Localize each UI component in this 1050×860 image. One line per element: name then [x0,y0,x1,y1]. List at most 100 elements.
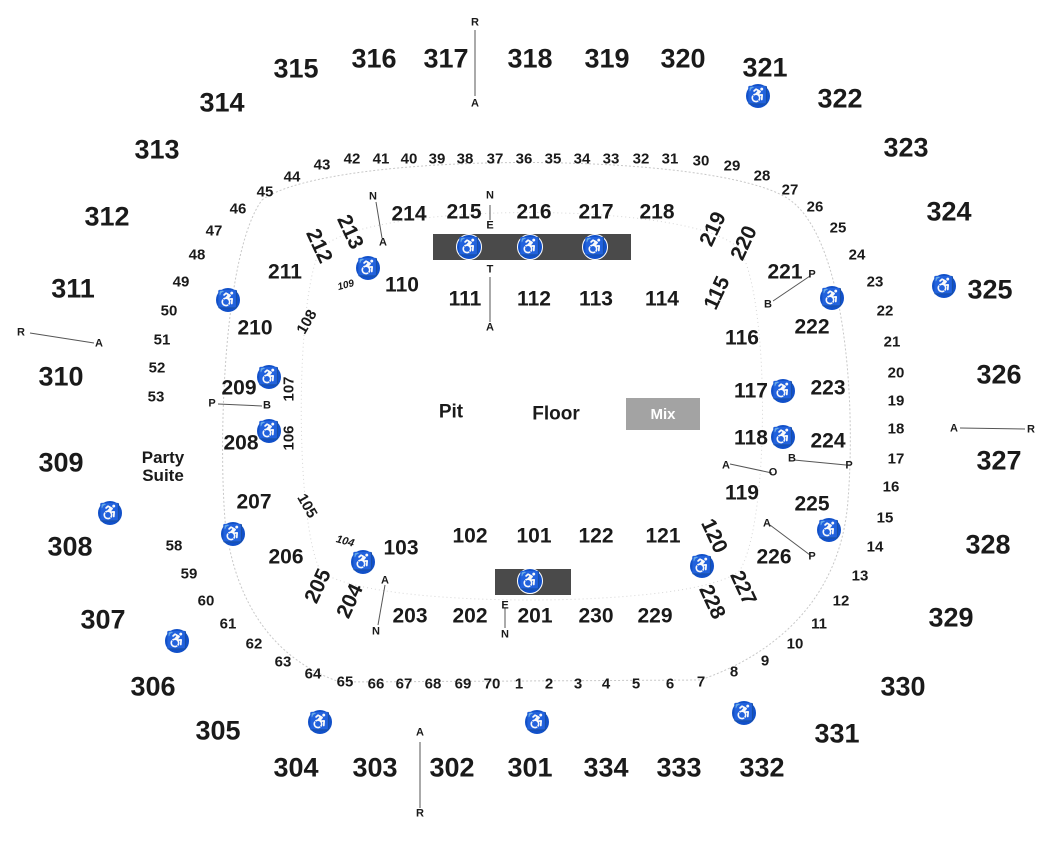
section-308[interactable]: 308 [47,531,93,562]
section-331[interactable]: 331 [814,718,860,749]
row-number: 10 [786,635,804,653]
row-letter: A [471,97,479,110]
section-113[interactable]: 113 [579,287,613,311]
section-208[interactable]: 208 [223,431,259,455]
section-319[interactable]: 319 [584,43,630,74]
section-121[interactable]: 121 [645,524,681,548]
section-116[interactable]: 116 [725,326,759,350]
section-112[interactable]: 112 [517,287,551,311]
row-number: 39 [428,150,446,168]
section-221[interactable]: 221 [767,260,803,284]
section-322[interactable]: 322 [817,83,863,114]
row-letter: R [416,807,424,820]
section-328[interactable]: 328 [965,529,1011,560]
section-206[interactable]: 206 [268,545,304,569]
inner-ring [222,162,851,683]
section-215[interactable]: 215 [446,200,482,224]
section-117[interactable]: 117 [734,379,768,403]
row-letter: P [208,397,216,410]
wheelchair-icon: ♿ [350,549,376,575]
section-223[interactable]: 223 [810,376,846,400]
section-202[interactable]: 202 [452,604,488,628]
section-118[interactable]: 118 [734,426,768,450]
wheelchair-icon: ♿ [256,418,282,444]
section-309[interactable]: 309 [38,447,84,478]
section-313[interactable]: 313 [134,134,180,165]
section-107[interactable]: 107 [280,376,298,402]
section-306[interactable]: 306 [130,671,176,702]
section-218[interactable]: 218 [639,200,675,224]
section-334[interactable]: 334 [583,752,629,783]
row-number: 27 [781,181,799,199]
section-318[interactable]: 318 [507,43,553,74]
section-211[interactable]: 211 [268,260,302,284]
section-119[interactable]: 119 [725,481,759,505]
section-214[interactable]: 214 [391,202,427,226]
section-325[interactable]: 325 [967,274,1013,305]
section-209[interactable]: 209 [221,376,257,400]
section-329[interactable]: 329 [928,602,974,633]
section-114[interactable]: 114 [645,287,679,311]
section-326[interactable]: 326 [976,359,1022,390]
aisle-line-327 [959,427,1026,430]
section-311[interactable]: 311 [51,273,95,304]
section-323[interactable]: 323 [883,132,929,163]
section-301[interactable]: 301 [507,752,553,783]
row-number: 47 [205,222,223,240]
section-207[interactable]: 207 [236,490,272,514]
section-315[interactable]: 315 [273,53,319,84]
section-122[interactable]: 122 [578,524,614,548]
row-letter: A [722,459,730,472]
section-106[interactable]: 106 [280,425,298,451]
section-310[interactable]: 310 [38,361,84,392]
section-307[interactable]: 307 [80,604,126,635]
aisle-line-119 [729,463,773,474]
section-111[interactable]: 111 [448,287,482,311]
section-203[interactable]: 203 [392,604,428,628]
section-316[interactable]: 316 [351,43,397,74]
section-216[interactable]: 216 [516,200,552,224]
party-suite-label[interactable]: Party Suite [141,448,185,485]
section-102[interactable]: 102 [452,524,488,548]
aisle-line-204 [377,584,386,626]
section-302[interactable]: 302 [429,752,475,783]
section-224[interactable]: 224 [810,429,846,453]
section-333[interactable]: 333 [656,752,702,783]
floor-area-label: Floor [532,403,580,425]
row-number: 12 [832,592,850,610]
section-305[interactable]: 305 [195,715,241,746]
row-letter: R [17,326,25,339]
section-327[interactable]: 327 [976,445,1022,476]
section-230[interactable]: 230 [578,604,614,628]
wheelchair-icon: ♿ [220,521,246,547]
row-number: 61 [219,615,237,633]
section-303[interactable]: 303 [352,752,398,783]
wheelchair-icon: ♿ [164,628,190,654]
wheelchair-icon: ♿ [745,83,771,109]
row-number: 43 [313,156,331,174]
section-110[interactable]: 110 [385,273,419,297]
section-317[interactable]: 317 [423,43,469,74]
section-201[interactable]: 201 [517,604,553,628]
section-217[interactable]: 217 [578,200,614,224]
section-324[interactable]: 324 [926,196,972,227]
section-314[interactable]: 314 [199,87,245,118]
row-number: 40 [400,150,418,168]
section-320[interactable]: 320 [660,43,706,74]
aisle-line-221 [772,275,811,302]
section-103[interactable]: 103 [383,536,419,560]
section-312[interactable]: 312 [84,201,130,232]
section-225[interactable]: 225 [794,492,830,516]
row-number: 14 [866,538,884,556]
section-321[interactable]: 321 [742,52,788,83]
section-222[interactable]: 222 [794,315,830,339]
section-332[interactable]: 332 [739,752,785,783]
section-229[interactable]: 229 [637,604,673,628]
section-210[interactable]: 210 [237,316,273,340]
row-number: 63 [274,653,292,671]
section-304[interactable]: 304 [273,752,319,783]
section-330[interactable]: 330 [880,671,926,702]
section-101[interactable]: 101 [516,524,552,548]
section-226[interactable]: 226 [756,545,792,569]
row-number: 4 [601,675,611,693]
